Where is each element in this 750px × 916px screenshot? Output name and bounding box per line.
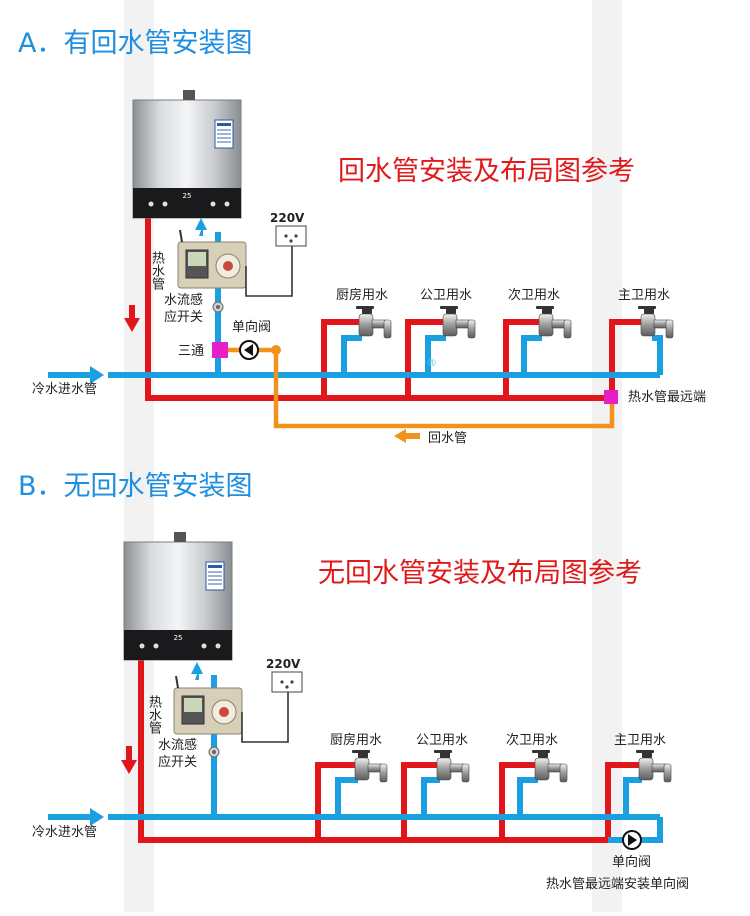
flow-switch-label-b-2: 应开关 (158, 754, 197, 770)
flow-switch-a (177, 229, 247, 289)
heater-display-a: 25 (183, 192, 192, 200)
power-label-b: 220V (266, 657, 301, 671)
power-label-a: 220V (270, 211, 305, 225)
check-valve-label-a: 单向阀 (232, 319, 271, 335)
tap-public-a (439, 305, 476, 339)
tap-label-second-a: 次卫用水 (508, 287, 560, 303)
cold-inlet-label-a: 冷水进水管 (32, 382, 97, 397)
hot-down-arrow-b (121, 746, 137, 774)
return-junction-dot (271, 345, 281, 355)
cold-inlet-arrow-b (48, 808, 104, 826)
background-band-right (592, 0, 622, 912)
return-pipe-label: 回水管 (428, 431, 467, 446)
section-a: A．有回水管安装图 回水管安装及布局图参考 (18, 28, 706, 446)
water-heater-b: 25 (123, 531, 233, 661)
return-flow-arrow (394, 429, 420, 443)
tap-kitchen-a (355, 305, 392, 339)
flow-sensor-coupling-b (208, 746, 220, 758)
flow-switch-b (173, 675, 243, 735)
section-b: B．无回水管安装图 无回水管安装及布局图参考 25 220V (18, 471, 689, 892)
power-outlet-b (271, 671, 303, 693)
tap-label-second-b: 次卫用水 (506, 732, 558, 748)
cold-up-arrow-a (195, 218, 207, 236)
return-pipe (224, 347, 615, 429)
heater-display-b: 25 (174, 634, 183, 642)
cold-inlet-label-b: 冷水进水管 (32, 825, 97, 840)
cold-inlet-arrow-a (48, 366, 104, 384)
hot-main-pipe-b (138, 660, 608, 843)
cold-up-arrow-b (191, 662, 203, 680)
cold-branch-second-b (517, 777, 538, 817)
tap-master-b (635, 749, 672, 783)
cold-branch-kitchen-a (341, 335, 362, 375)
far-end-note-b: 热水管最远端安装单向阀 (546, 876, 689, 892)
power-outlet-a (275, 225, 307, 247)
check-valve-label-b: 单向阀 (612, 854, 651, 870)
tap-label-kitchen-a: 厨房用水 (336, 287, 388, 303)
tee-fitting (212, 342, 228, 358)
section-a-title: A．有回水管安装图 (18, 28, 252, 59)
far-end-tee-a (604, 390, 618, 404)
cold-branch-master-a (652, 335, 663, 375)
tap-label-master-a: 主卫用水 (618, 288, 670, 303)
check-valve-b (622, 830, 642, 850)
cold-branch-master-b (623, 777, 642, 817)
tee-label: 三通 (178, 344, 204, 359)
tap-label-public-a: 公卫用水 (420, 288, 472, 303)
registered-mark: ® (426, 356, 437, 369)
section-b-subtitle: 无回水管安装及布局图参考 (318, 558, 642, 589)
far-end-label: 热水管最远端 (628, 390, 706, 405)
power-cable-b (241, 690, 289, 743)
hot-down-arrow-a (124, 305, 140, 332)
flow-sensor-coupling-a (212, 301, 224, 313)
power-cable-a (245, 244, 293, 297)
water-heater-a: 25 (132, 89, 242, 219)
flow-switch-label-a-1: 水流感 (164, 292, 203, 308)
tap-label-public-b: 公卫用水 (416, 733, 468, 748)
tap-second-b (531, 749, 568, 783)
cold-branch-public-b (421, 777, 440, 817)
tap-label-kitchen-b: 厨房用水 (330, 732, 382, 748)
cold-branch-second-a (521, 335, 542, 375)
tap-public-b (433, 749, 470, 783)
flow-switch-label-b-1: 水流感 (158, 737, 197, 753)
tap-kitchen-b (351, 749, 388, 783)
cold-branch-public-a (425, 335, 446, 375)
hot-main-pipe-a (145, 212, 612, 401)
tap-label-master-b: 主卫用水 (614, 733, 666, 748)
flow-switch-label-a-2: 应开关 (164, 309, 203, 325)
cold-branch-kitchen-b (335, 777, 358, 817)
tap-second-a (535, 305, 572, 339)
section-a-subtitle: 回水管安装及布局图参考 (338, 156, 635, 187)
tap-master-a (637, 305, 674, 339)
check-valve-a (239, 340, 259, 360)
section-b-title: B．无回水管安装图 (18, 471, 253, 502)
